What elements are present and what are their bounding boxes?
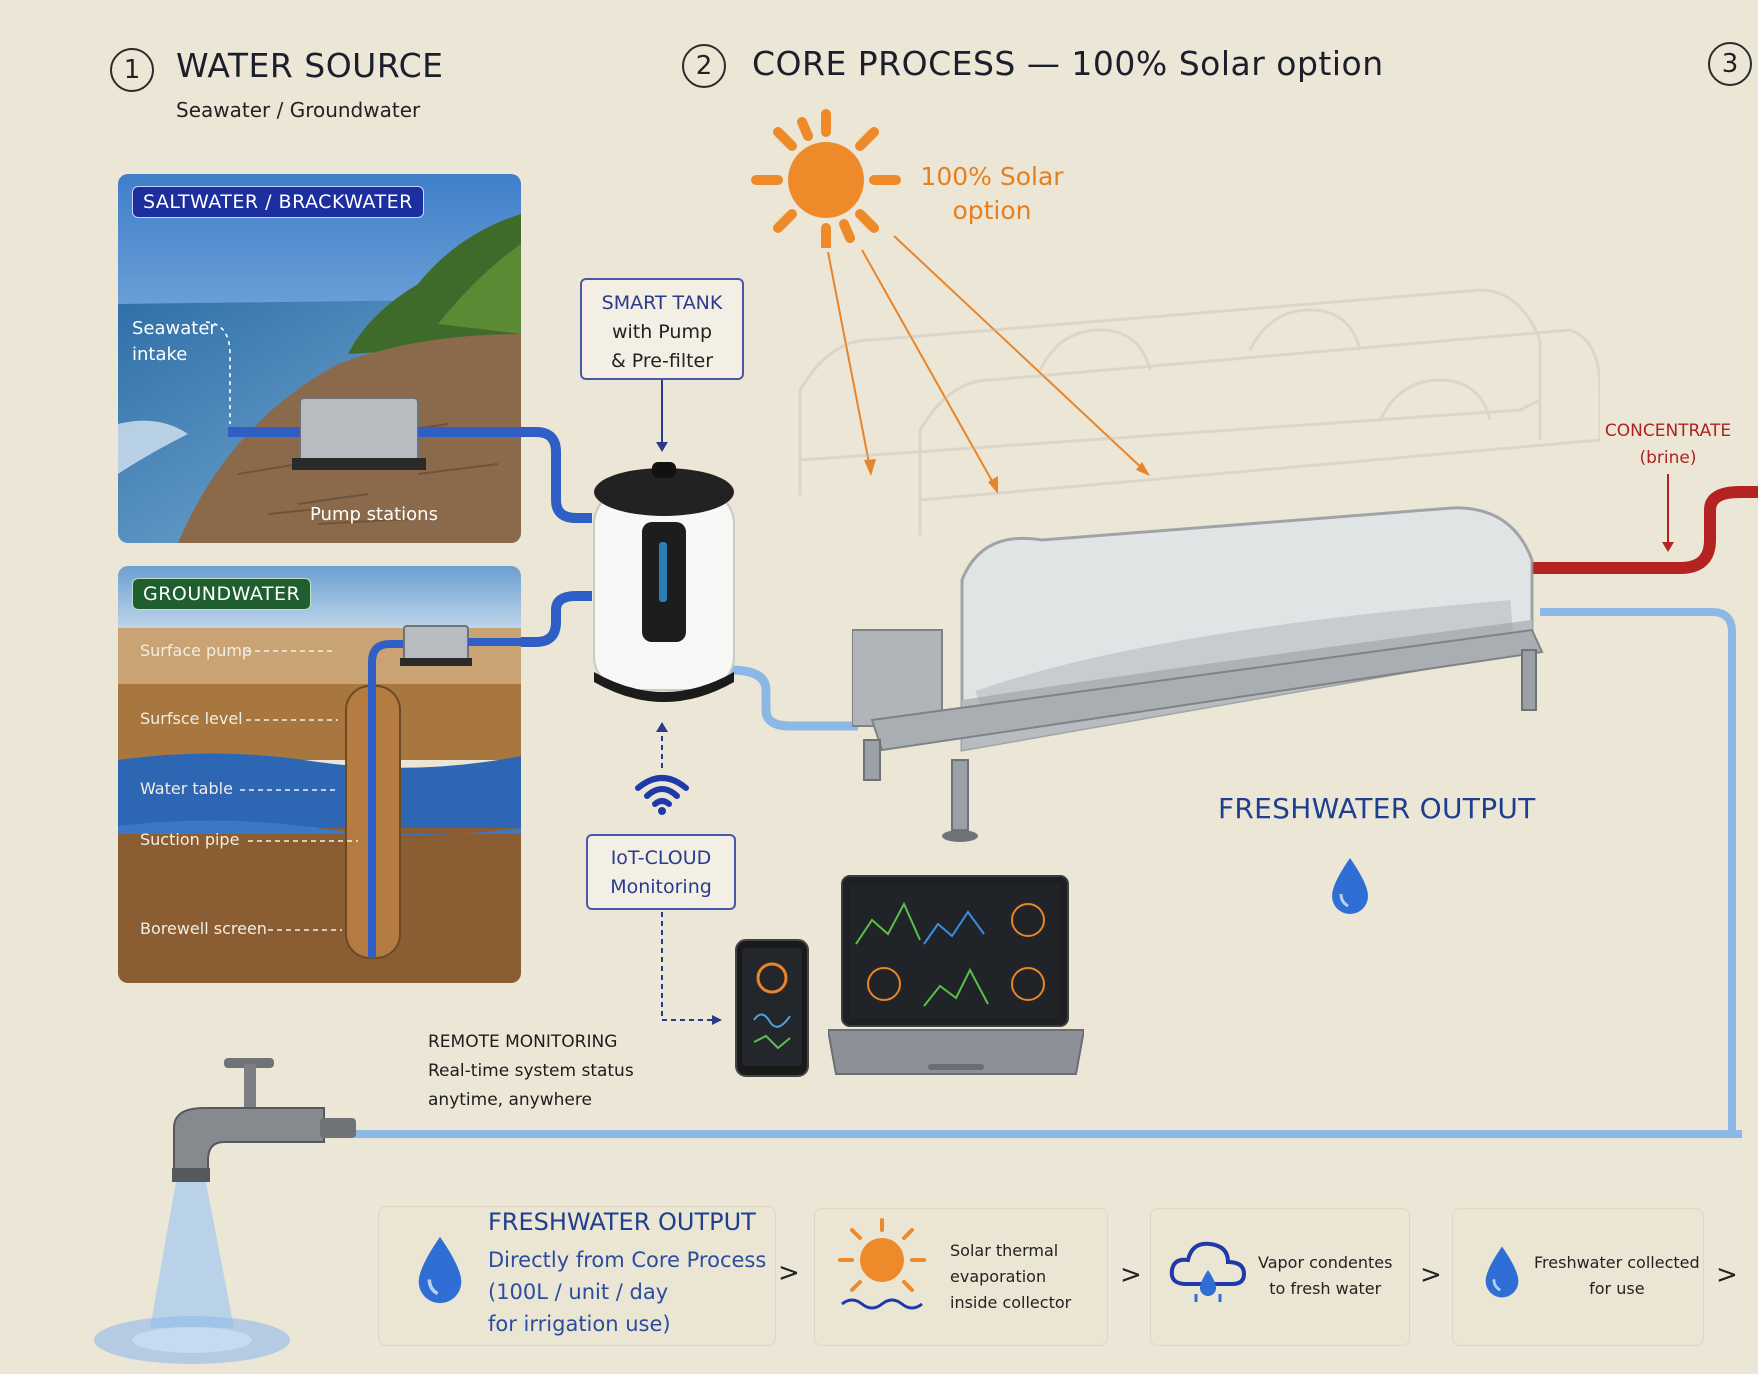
- groundwater-feed-pipe: [521, 591, 592, 647]
- card1-line-1: Solar thermal: [950, 1241, 1059, 1260]
- condensation-step-text: Vapor condentes to fresh water: [1258, 1250, 1392, 1302]
- seawater-intake-label-1: Seawater: [132, 318, 217, 339]
- card3-line-1: Freshwater collected: [1534, 1253, 1700, 1272]
- output-line-1: Directly from Core Process: [488, 1248, 767, 1272]
- faucet-icon: [94, 1058, 356, 1364]
- brine-pipe: [1532, 486, 1758, 574]
- laptop-dashboard-icon: [828, 875, 1084, 1075]
- step-2-marker: 2: [682, 44, 726, 88]
- card2-line-1: Vapor condentes: [1258, 1253, 1393, 1272]
- output-line-3: for irrigation use): [488, 1312, 671, 1336]
- pump-stations-label: Pump stations: [310, 504, 438, 525]
- step-2-number: 2: [695, 51, 713, 81]
- card1-line-2: evaporation: [950, 1267, 1047, 1286]
- tank-outlet-pipe: [729, 665, 858, 731]
- smart-tank-callout: SMART TANK with Pump & Pre-filter: [580, 278, 744, 380]
- iot-title: IoT-CLOUD: [610, 847, 712, 869]
- step-1-number: 1: [123, 55, 141, 85]
- card3-line-2: for use: [1589, 1279, 1645, 1298]
- step-3-number: 3: [1721, 49, 1739, 79]
- borewell-screen-label: Borewell screen: [140, 919, 267, 938]
- card2-line-2: to fresh water: [1269, 1279, 1382, 1298]
- iot-subtitle: Monitoring: [610, 876, 712, 898]
- sun-icon: [751, 109, 901, 248]
- evaporation-step-text: Solar thermal evaporation inside collect…: [950, 1238, 1071, 1316]
- solar-option-label: 100% Solar option: [912, 160, 1072, 228]
- smartphone-icon: [735, 939, 809, 1077]
- remote-title: REMOTE MONITORING: [428, 1032, 618, 1052]
- iot-cloud-callout: IoT-CLOUD Monitoring: [586, 834, 736, 910]
- collected-drop-icon: [1485, 1246, 1519, 1298]
- condensation-step-card: [1150, 1208, 1410, 1346]
- output-drop-icon: [418, 1236, 462, 1304]
- chevron-right-icon: >: [1420, 1260, 1442, 1290]
- saltwater-feed-pipe: [521, 427, 592, 523]
- wifi-icon: [635, 775, 689, 815]
- collector-array-background: [798, 288, 1600, 535]
- seawater-intake-label-2: intake: [132, 344, 188, 365]
- collection-step-text: Freshwater collected for use: [1534, 1250, 1700, 1302]
- freshwater-output-heading: FRESHWATER OUTPUT: [1218, 792, 1536, 825]
- surface-pump-label: Surface pump: [140, 641, 253, 660]
- groundwater-scene: GROUNDWATER Surface pump Surfsce level W…: [118, 566, 521, 983]
- water-table-label: Water table: [140, 779, 233, 798]
- remote-monitoring-text: REMOTE MONITORING Real-time system statu…: [428, 1028, 634, 1115]
- chevron-right-icon: >: [778, 1258, 800, 1288]
- smart-tank-line-2: with Pump: [611, 321, 713, 343]
- borewell-cross-section: [118, 566, 521, 983]
- concentrate-label: CONCENTRATE (brine): [1598, 418, 1738, 472]
- vapor-cloud-icon: [1169, 1241, 1247, 1302]
- saltwater-tag: SALTWATER / BRACKWATER: [132, 186, 424, 218]
- water-source-subtitle: Seawater / Groundwater: [176, 98, 421, 122]
- solar-evaporation-collector: [852, 506, 1544, 842]
- smart-tank-title: SMART TANK: [601, 292, 723, 314]
- output-line-2: (100L / unit / day: [488, 1280, 669, 1304]
- surface-level-label: Surfsce level: [140, 709, 243, 728]
- groundwater-tag: GROUNDWATER: [132, 578, 312, 610]
- bottom-output-description: Directly from Core Process (100L / unit …: [488, 1244, 766, 1340]
- chevron-right-icon: >: [1120, 1260, 1142, 1290]
- solar-line-2: option: [952, 196, 1032, 225]
- coastline-illustration: [118, 174, 521, 543]
- step-1-marker: 1: [110, 48, 154, 92]
- freshwater-return-pipe: [1540, 608, 1736, 1134]
- water-source-title: WATER SOURCE: [176, 46, 444, 85]
- step-3-marker: 3: [1708, 42, 1752, 86]
- solar-line-1: 100% Solar: [920, 162, 1064, 191]
- smart-tank-line-3: & Pre-filter: [610, 350, 714, 372]
- remote-line-3: anytime, anywhere: [428, 1090, 592, 1110]
- core-process-title: CORE PROCESS — 100% Solar option: [752, 44, 1384, 83]
- chevron-right-icon: >: [1716, 1260, 1738, 1290]
- water-drop-icon: [1332, 858, 1368, 914]
- bottom-output-title: FRESHWATER OUTPUT: [488, 1208, 756, 1236]
- solar-thermal-icon: [838, 1218, 926, 1310]
- brine-label: (brine): [1639, 448, 1697, 468]
- smart-tank-device: [593, 462, 735, 702]
- evaporation-step-card: [814, 1208, 1108, 1346]
- card1-line-3: inside collector: [950, 1293, 1072, 1312]
- saltwater-scene: SALTWATER / BRACKWATER Seawater intake P…: [118, 174, 521, 543]
- suction-pipe-label: Suction pipe: [140, 830, 240, 849]
- concentrate-title: CONCENTRATE: [1604, 421, 1732, 441]
- remote-line-2: Real-time system status: [428, 1061, 634, 1081]
